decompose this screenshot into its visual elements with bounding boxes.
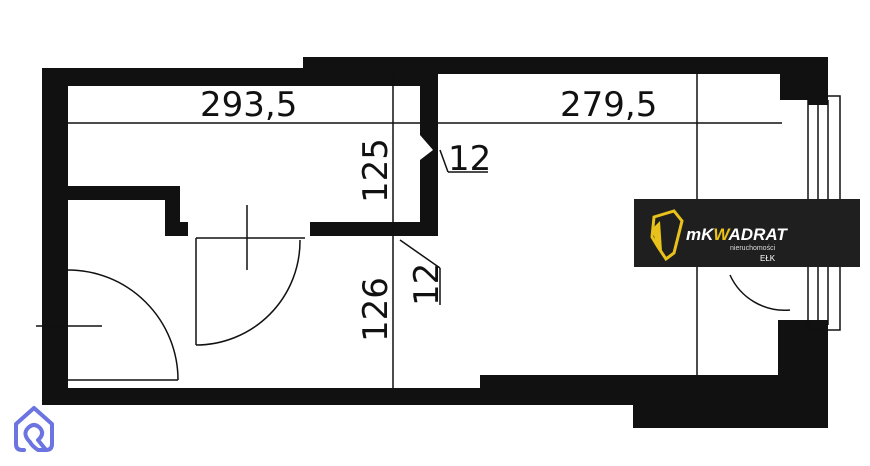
dim-wall-bottom: 12 (407, 263, 447, 306)
logo-prefix: mK (686, 225, 714, 244)
walls (42, 57, 828, 428)
logo-mark-icon (650, 209, 684, 262)
dimension-lines (68, 74, 782, 388)
dim-wall-top: 12 (448, 139, 491, 179)
logo-subtitle: nieruchomości (730, 245, 776, 252)
doors (36, 205, 791, 381)
dim-upper-height: 125 (356, 138, 396, 203)
dim-left-width: 293,5 (200, 85, 297, 125)
logo-suffix: ADRAT (728, 225, 787, 244)
agency-logo: mKWADRAT nieruchomości EŁK (634, 199, 860, 267)
logo-accent: W (713, 225, 729, 244)
dim-right-width: 279,5 (560, 85, 657, 125)
dim-lower-height: 126 (356, 277, 396, 342)
watermark-home-icon (14, 406, 54, 452)
logo-city: EŁK (760, 254, 776, 263)
